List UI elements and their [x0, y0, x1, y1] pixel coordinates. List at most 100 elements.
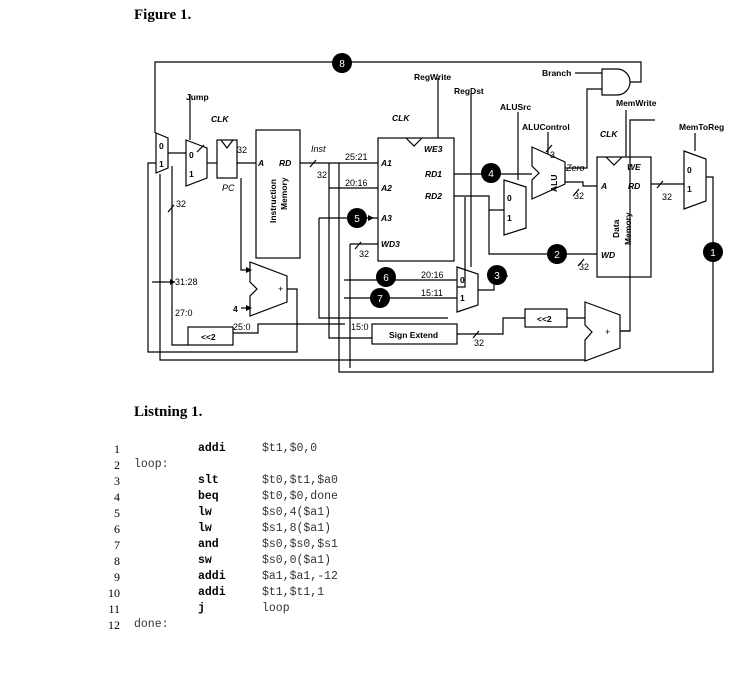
- memtoreg-mux-1: 1: [687, 184, 692, 194]
- memtoreg-label: MemToReg: [679, 122, 724, 132]
- bus-width-signext: 32: [474, 338, 484, 348]
- field-20-16-regdst: 20:16: [421, 270, 444, 280]
- alusrc-mux-1: 1: [507, 213, 512, 223]
- line-operands: $s0,0($a1): [262, 554, 332, 567]
- data-memory: [596, 156, 652, 278]
- line-number: 6: [114, 522, 120, 536]
- branch-mux: [185, 139, 208, 187]
- field-27-0: 27:0: [175, 308, 193, 318]
- marker-2: 2: [547, 244, 567, 264]
- line-label: done:: [134, 618, 169, 631]
- bus-width-wd: 32: [579, 262, 589, 272]
- alucontrol-width: 3: [550, 150, 555, 160]
- bus-width-alu: 32: [574, 191, 584, 201]
- bus-width-wd3: 32: [359, 249, 369, 259]
- alusrc-mux: [503, 179, 527, 236]
- regdst-label: RegDst: [454, 86, 484, 96]
- memwrite-label: MemWrite: [616, 98, 657, 108]
- figure-heading: Figure 1.: [134, 7, 192, 23]
- branch-adder: [584, 301, 621, 362]
- rd2-label: RD2: [425, 191, 442, 201]
- svg-text:3: 3: [494, 271, 500, 282]
- pc-register: [216, 139, 238, 179]
- marker-3: 3: [487, 265, 507, 285]
- bus-width-dmem: 32: [662, 192, 672, 202]
- line-operands: $s0,4($a1): [262, 506, 332, 519]
- register-file: [377, 137, 455, 262]
- jump-shift2-label: <<2: [201, 332, 216, 342]
- line-opcode: and: [198, 538, 219, 551]
- bus-width-inst: 32: [317, 170, 327, 180]
- branch-label: Branch: [542, 68, 571, 78]
- line-opcode: j: [198, 602, 205, 615]
- sign-extend-label: Sign Extend: [389, 330, 438, 340]
- jump-mux-1: 1: [159, 159, 164, 169]
- line-operands: $t1,$0,0: [262, 442, 318, 455]
- wd3-label: WD3: [381, 239, 400, 249]
- line-opcode: lw: [198, 506, 212, 519]
- pc-adder-plus: +: [278, 284, 283, 294]
- regdst-mux-0: 0: [460, 275, 465, 285]
- line-opcode: beq: [198, 490, 219, 503]
- line-opcode: addi: [198, 570, 226, 583]
- dmem-a-label: A: [600, 181, 607, 191]
- pc-adder: [249, 261, 288, 317]
- memtoreg-mux-0: 0: [687, 165, 692, 175]
- pc-increment-4: 4: [233, 304, 238, 314]
- a3-label: A3: [380, 213, 392, 223]
- branch-mux-1: 1: [189, 169, 194, 179]
- svg-text:7: 7: [377, 294, 383, 305]
- line-operands: $t1,$t1,1: [262, 586, 325, 599]
- imem-a-label: A: [257, 158, 264, 168]
- alusrc-mux-0: 0: [507, 193, 512, 203]
- clk-label-dm: CLK: [600, 129, 618, 139]
- alucontrol-label: ALUControl: [522, 122, 570, 132]
- svg-text:2: 2: [554, 250, 560, 261]
- line-number: 7: [114, 538, 120, 552]
- dmem-we-label: WE: [627, 162, 641, 172]
- svg-text:6: 6: [383, 273, 389, 284]
- jump-label: Jump: [186, 92, 209, 102]
- zero-label: Zero: [565, 163, 585, 173]
- we3-label: WE3: [424, 144, 443, 154]
- memtoreg-mux: [683, 150, 707, 210]
- line-number: 1: [114, 442, 120, 456]
- a1-label: A1: [380, 158, 392, 168]
- branch-adder-plus: +: [605, 327, 610, 337]
- field-20-16-a2: 20:16: [345, 178, 368, 188]
- instruction-memory: [255, 129, 301, 259]
- dmem-rd-label: RD: [628, 181, 640, 191]
- bus-width-jump: 32: [176, 199, 186, 209]
- jump-shift2: [187, 326, 234, 346]
- clk-label-pc: CLK: [211, 114, 229, 124]
- imem-title-2: Memory: [279, 177, 289, 210]
- clk-label-rf: CLK: [392, 113, 410, 123]
- branch-mux-0: 0: [189, 150, 194, 160]
- branch-and-gate: [601, 68, 631, 96]
- line-opcode: addi: [198, 442, 226, 455]
- line-number: 4: [114, 490, 120, 504]
- alu: [531, 146, 566, 200]
- field-15-11: 15:11: [421, 288, 443, 298]
- field-15-0: 15:0: [351, 322, 369, 332]
- line-label: loop:: [134, 458, 169, 471]
- line-operands: loop: [262, 602, 290, 615]
- field-25-0: 25:0: [233, 322, 251, 332]
- line-number: 5: [114, 506, 120, 520]
- marker-6: 6: [376, 267, 396, 287]
- regdst-mux-1: 1: [460, 293, 465, 303]
- bus-width-pc: 32: [237, 145, 247, 155]
- line-number: 10: [108, 586, 120, 600]
- field-31-28: 31:28: [175, 277, 198, 287]
- marker-1: 1: [703, 242, 723, 262]
- marker-7: 7: [370, 288, 390, 308]
- dmem-title-1: Data: [611, 219, 621, 238]
- line-opcode: lw: [198, 522, 212, 535]
- line-number: 8: [114, 554, 120, 568]
- jump-mux: [155, 132, 169, 174]
- pc-label: PC: [222, 183, 235, 193]
- svg-text:8: 8: [339, 59, 345, 70]
- svg-text:5: 5: [354, 214, 360, 225]
- jump-mux-0: 0: [159, 141, 164, 151]
- inst-label: Inst: [311, 144, 326, 154]
